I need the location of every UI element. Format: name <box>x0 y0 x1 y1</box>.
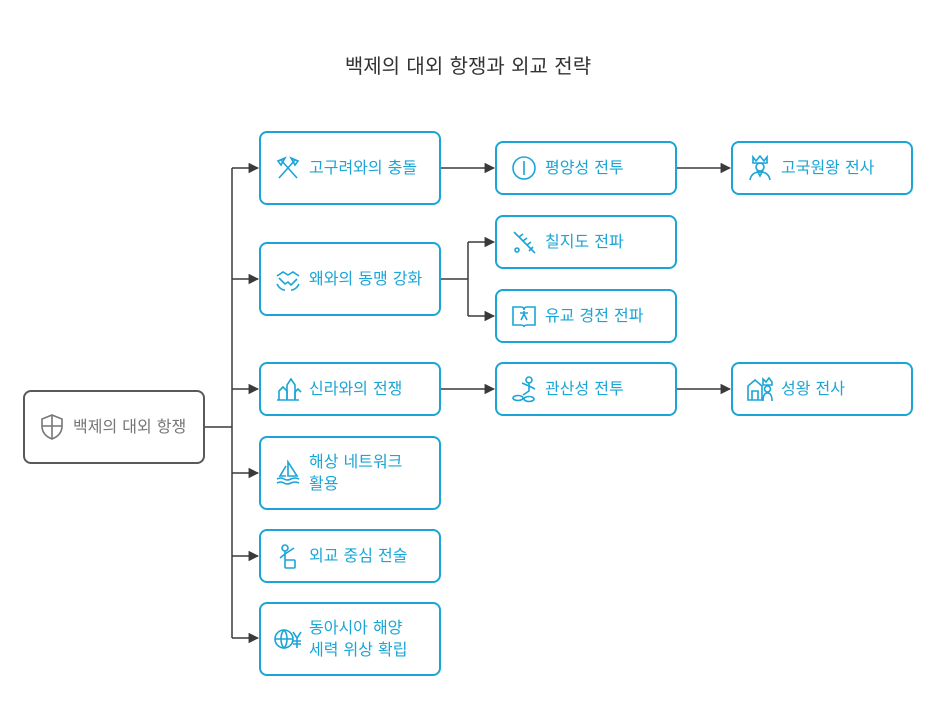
node-king-seong-label: 성왕 전사 <box>781 379 845 398</box>
crossed-axes-icon <box>273 153 303 183</box>
node-goguryeo-label: 고구려와의 충돌 <box>309 158 418 177</box>
node-silla-war: 신라와의 전쟁 <box>259 362 441 416</box>
node-pyongyang: 평양성 전투 <box>495 141 677 195</box>
node-chiljido-label: 칠지도 전파 <box>545 232 624 251</box>
circle-bar-icon <box>509 153 539 183</box>
diagram-title: 백제의 대외 항쟁과 외교 전략 <box>344 54 592 78</box>
node-gwansan: 관산성 전투 <box>495 362 677 416</box>
sword-icon <box>509 227 539 257</box>
speaker-person-icon <box>273 541 303 571</box>
node-maritime: 해상 네트워크 활용 <box>259 436 441 510</box>
book-translate-icon <box>509 301 539 331</box>
node-root-label: 백제의 대외 항쟁 <box>73 417 187 436</box>
node-king-gogukwon: 고국원왕 전사 <box>731 141 913 195</box>
king-icon <box>745 153 775 183</box>
node-chiljido: 칠지도 전파 <box>495 215 677 269</box>
node-east-asia-label: 동아시아 해양 세력 위상 확립 <box>309 618 408 659</box>
node-east-asia: 동아시아 해양 세력 위상 확립 <box>259 602 441 676</box>
node-maritime-label: 해상 네트워크 활용 <box>309 452 403 493</box>
globe-currency-icon <box>273 624 303 654</box>
node-confucian: 유교 경전 전파 <box>495 289 677 343</box>
node-wa-alliance-label: 왜와의 동맹 강화 <box>309 269 423 288</box>
node-gwansan-label: 관산성 전투 <box>545 379 624 398</box>
node-wa-alliance: 왜와의 동맹 강화 <box>259 242 441 316</box>
node-king-seong: 성왕 전사 <box>731 362 913 416</box>
node-diplomacy-label: 외교 중심 전술 <box>309 546 408 565</box>
node-king-gogukwon-label: 고국원왕 전사 <box>781 158 875 177</box>
node-confucian-label: 유교 경전 전파 <box>545 306 644 325</box>
sailboat-icon <box>273 458 303 488</box>
node-root: 백제의 대외 항쟁 <box>23 390 205 464</box>
node-pyongyang-label: 평양성 전투 <box>545 158 624 177</box>
handshake-icon <box>273 264 303 294</box>
castle-icon <box>273 374 303 404</box>
node-goguryeo: 고구려와의 충돌 <box>259 131 441 205</box>
node-diplomacy: 외교 중심 전술 <box>259 529 441 583</box>
shield-icon <box>37 412 67 442</box>
node-silla-war-label: 신라와의 전쟁 <box>309 379 403 398</box>
crowned-king-icon <box>745 374 775 404</box>
battle-icon <box>509 374 539 404</box>
